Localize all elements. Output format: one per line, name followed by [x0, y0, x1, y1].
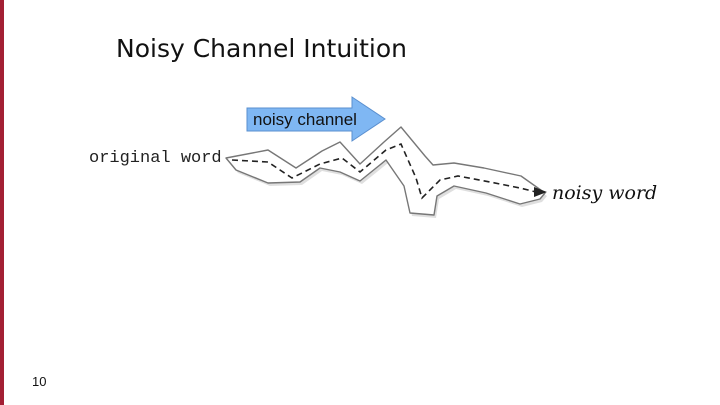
output-arrowhead	[534, 187, 547, 197]
signal-path-dashed	[231, 142, 537, 200]
noisy-channel-label: noisy channel	[253, 110, 357, 129]
slide-accent-bar	[0, 0, 4, 405]
noisy-word-label: noisy word	[552, 182, 657, 204]
original-word-label: original word	[89, 149, 222, 168]
page-number: 10	[32, 374, 47, 389]
channel-ribbon	[225, 126, 546, 216]
slide-title: Noisy Channel Intuition	[116, 34, 407, 63]
noisy-channel-arrow	[246, 96, 386, 142]
